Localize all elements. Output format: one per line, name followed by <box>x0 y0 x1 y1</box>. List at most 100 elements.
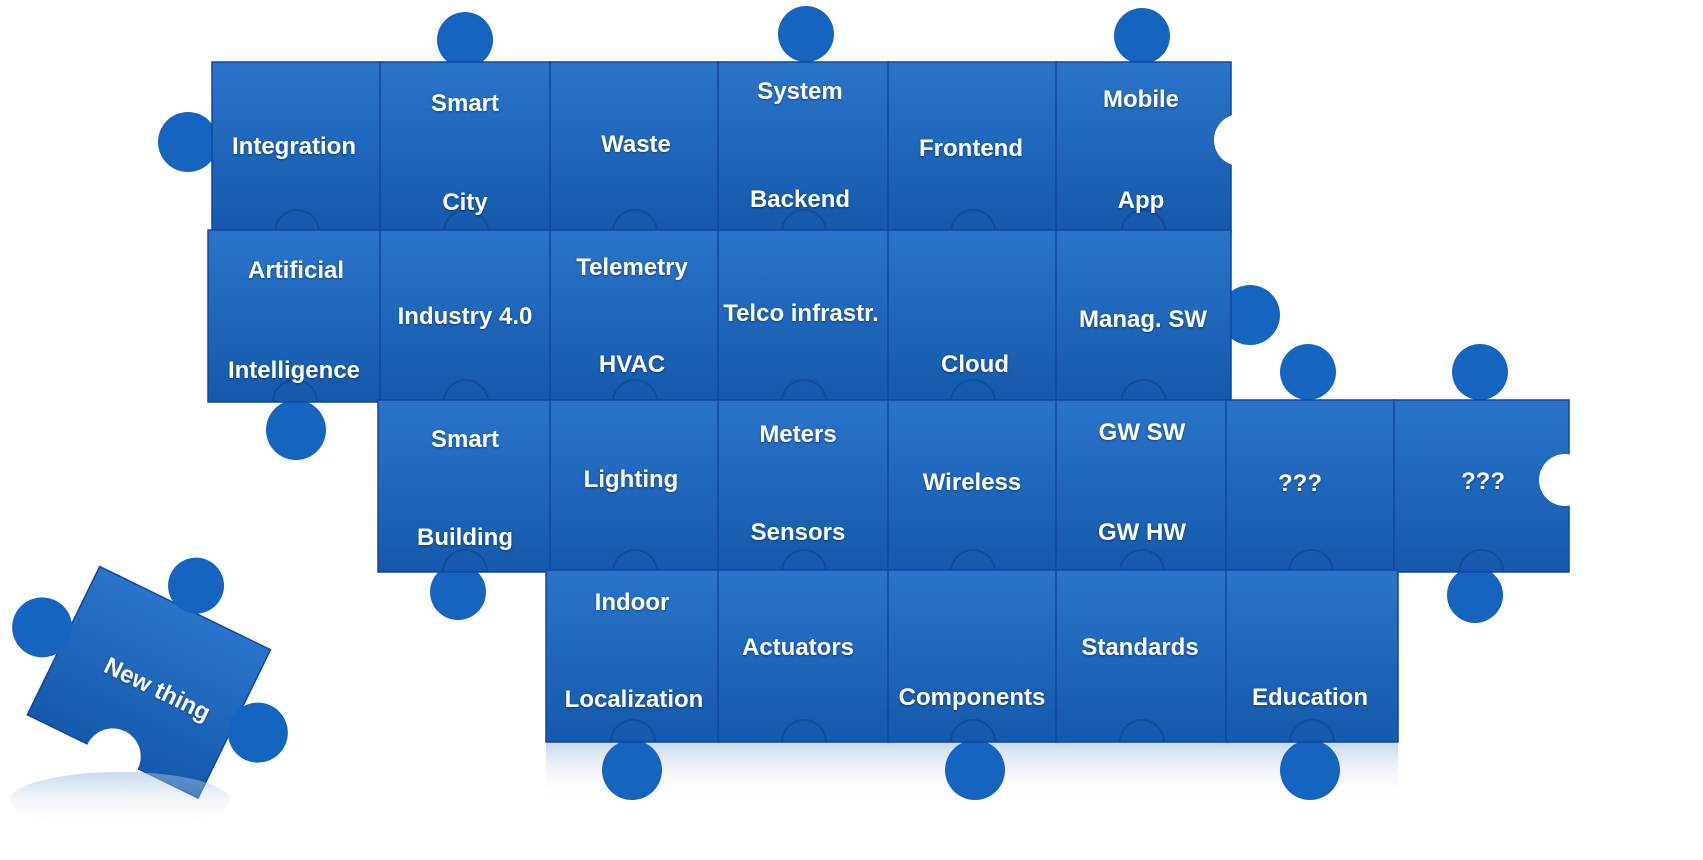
piece-label-frontend-0: Frontend <box>919 135 1023 162</box>
loose-piece-reflection <box>10 772 230 828</box>
puzzle-socket <box>1214 114 1266 166</box>
piece-body <box>1055 569 1229 743</box>
puzzle-piece-system-backend <box>717 61 891 233</box>
piece-body <box>545 569 721 743</box>
puzzle-knob <box>266 400 326 460</box>
piece-label-unknown-2-0: ??? <box>1461 468 1505 495</box>
piece-label-lighting-0: Lighting <box>583 466 679 493</box>
puzzle-piece-frontend <box>887 61 1059 233</box>
loose-puzzle-piece <box>12 557 288 800</box>
piece-label-manag-sw-0: Manag. SW <box>1078 306 1208 333</box>
puzzle-socket <box>1539 454 1591 506</box>
puzzle-piece-waste <box>549 61 721 233</box>
piece-label-indoor-localization-0: Indoor <box>594 589 670 616</box>
piece-label-smart-city-0: Smart <box>430 90 500 117</box>
piece-seam <box>1289 719 1335 743</box>
loose-piece-knob <box>227 702 288 763</box>
puzzle-knob <box>430 564 486 620</box>
piece-body <box>1055 229 1232 403</box>
piece-seam <box>1458 549 1505 573</box>
puzzle-piece-smart-building <box>377 399 553 573</box>
puzzle-knob <box>602 740 662 800</box>
piece-body <box>549 61 721 233</box>
puzzle-knob <box>1220 285 1280 345</box>
puzzle-piece-indoor-localization <box>545 569 721 743</box>
piece-label-smart-building-0: Smart <box>430 426 500 453</box>
puzzle-knob <box>158 112 218 172</box>
piece-label-smart-city-1: City <box>442 189 488 216</box>
piece-label-telemetry-hvac-1: HVAC <box>598 351 666 378</box>
loose-piece-socket <box>84 728 141 785</box>
puzzle-piece-components <box>887 569 1059 743</box>
piece-seam <box>950 549 996 573</box>
puzzle-piece-industry <box>379 229 553 403</box>
puzzle-piece-integration <box>211 61 383 233</box>
piece-seam <box>781 209 827 233</box>
piece-seam <box>272 379 318 403</box>
piece-label-artificial-intelligence-1: Intelligence <box>227 357 361 384</box>
puzzle-knob <box>1452 344 1508 400</box>
puzzle-piece-standards <box>1055 569 1229 743</box>
piece-label-telemetry-hvac-0: Telemetry <box>576 254 688 281</box>
puzzle-piece-education <box>1225 569 1399 743</box>
puzzle-piece-telco <box>717 229 891 403</box>
piece-label-wireless-0: Wireless <box>922 469 1022 496</box>
piece-seam <box>950 719 996 743</box>
piece-body <box>379 229 553 403</box>
puzzle-piece-actuators <box>717 569 891 743</box>
piece-seam <box>1120 379 1167 403</box>
puzzle-knob <box>945 740 1005 800</box>
piece-body <box>717 399 891 573</box>
piece-body <box>549 229 721 403</box>
loose-piece-knob <box>12 597 73 658</box>
puzzle-piece-meters-sensors <box>717 399 891 573</box>
piece-seam <box>443 209 489 233</box>
piece-body <box>211 61 383 233</box>
piece-seam <box>781 719 827 743</box>
puzzle-knob <box>1447 567 1503 623</box>
piece-body <box>717 61 891 233</box>
piece-body <box>887 399 1059 573</box>
piece-seam <box>442 549 488 573</box>
piece-label-system-backend-0: System <box>757 78 843 105</box>
piece-seam <box>443 379 489 403</box>
piece-seam <box>612 209 658 233</box>
puzzle-knob <box>1114 8 1170 64</box>
piece-seam <box>610 719 656 743</box>
piece-seam <box>274 209 320 233</box>
piece-seam <box>1120 209 1167 233</box>
piece-seam <box>781 549 827 573</box>
puzzle-knob <box>778 6 834 62</box>
piece-seam <box>950 209 996 233</box>
puzzle-piece-smart-city <box>379 61 553 233</box>
piece-body <box>377 399 553 573</box>
piece-label-telco-0: Telco infrastr. <box>723 300 879 327</box>
piece-body <box>379 61 553 233</box>
piece-seam <box>612 379 658 403</box>
puzzle-knob <box>437 12 493 68</box>
piece-seam <box>1288 549 1334 573</box>
piece-body <box>717 229 891 403</box>
puzzle-piece-lighting <box>549 399 721 573</box>
loose-piece-knob <box>168 557 225 614</box>
piece-label-gw-1: GW HW <box>1098 519 1186 546</box>
piece-label-cloud-0: Cloud <box>941 351 1009 378</box>
puzzle-knob <box>1280 740 1340 800</box>
piece-label-artificial-intelligence-0: Artificial <box>247 257 345 284</box>
puzzle-piece-cloud <box>887 229 1059 403</box>
piece-seam <box>612 549 658 573</box>
piece-seam <box>1119 719 1165 743</box>
puzzle-piece-artificial-intelligence <box>207 229 383 403</box>
piece-label-meters-sensors-0: Meters <box>759 421 837 448</box>
piece-body <box>207 229 383 403</box>
puzzle-piece-manag-sw <box>1055 229 1232 403</box>
piece-seam <box>950 379 996 403</box>
piece-seam <box>1119 549 1165 573</box>
piece-label-integration-0: Integration <box>232 133 356 160</box>
piece-label-components-0: Components <box>898 684 1046 711</box>
piece-label-mobile-app-1: App <box>1117 187 1165 214</box>
piece-label-waste-0: Waste <box>601 131 671 158</box>
piece-body <box>717 569 891 743</box>
piece-body <box>1055 61 1232 233</box>
piece-body <box>549 399 721 573</box>
